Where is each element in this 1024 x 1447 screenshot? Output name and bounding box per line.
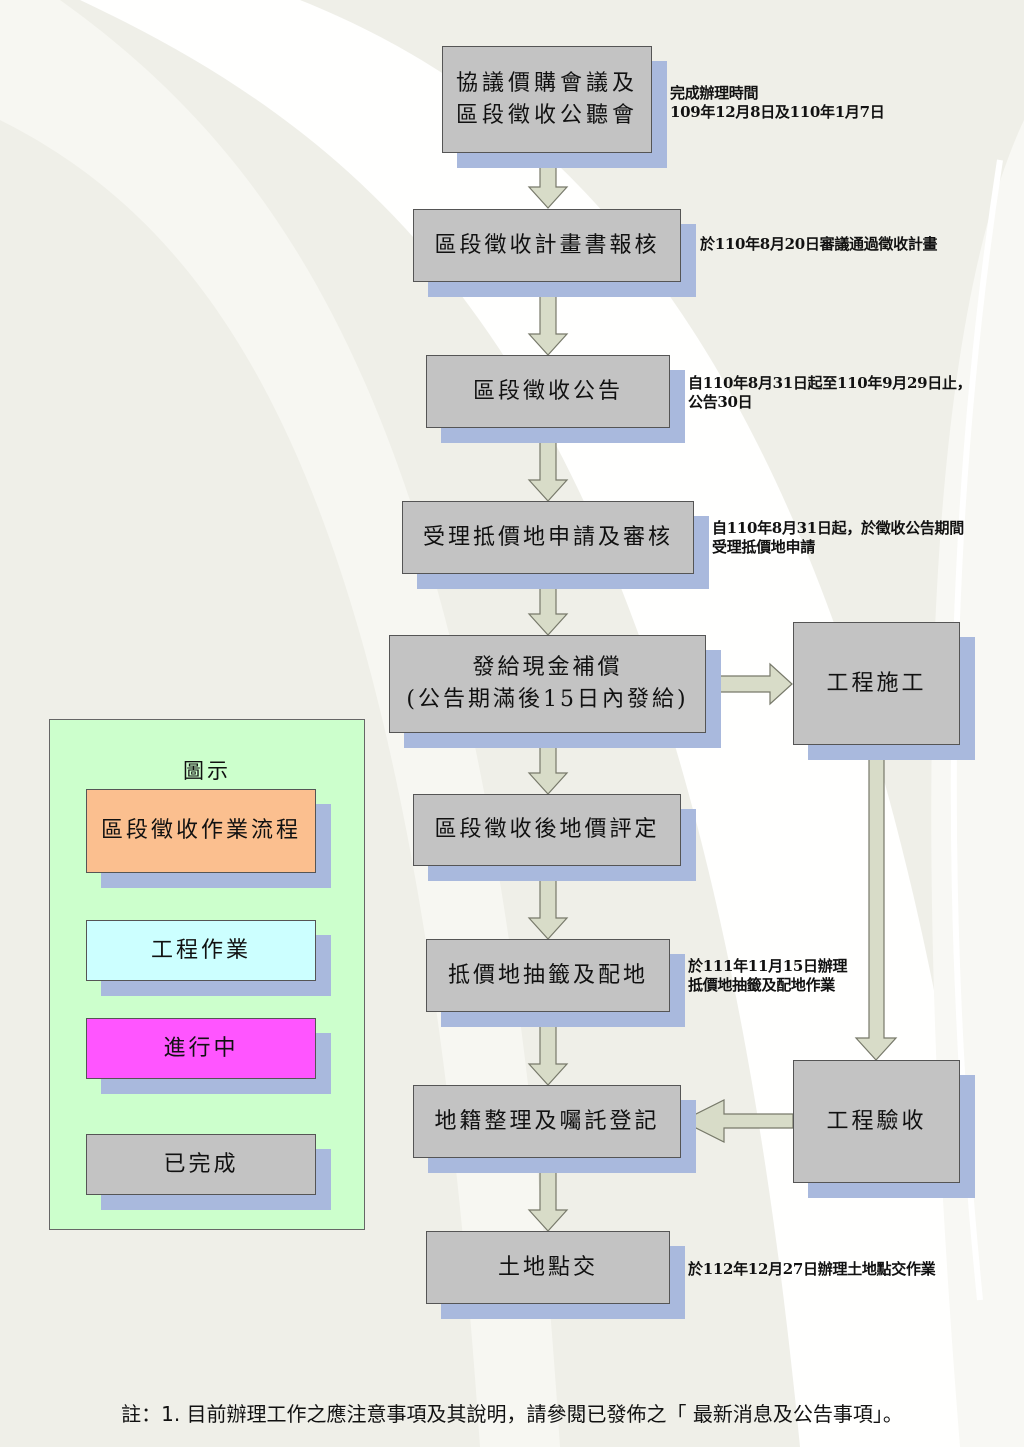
step-land-handover-note: 於112年12月27日辦理土地點交作業	[688, 1260, 936, 1278]
step-lottery-allocation-note: 於111年11月15日辦理 抵價地抽籤及配地作業	[688, 957, 848, 994]
arrow-acceptance-to-registration	[680, 1099, 794, 1143]
step-announcement-note: 自110年8月31日起至110年9月29日止， 公告30日	[688, 374, 972, 411]
legend-item-process: 區段徵收作業流程	[86, 789, 316, 873]
legend-item-in-progress: 進行中	[86, 1018, 316, 1079]
step-negotiation-hearing: 協議價購會議及 區段徵收公聽會	[442, 46, 652, 153]
step-lottery-allocation: 抵價地抽籤及配地	[426, 939, 670, 1012]
arrow-3-4	[527, 427, 569, 502]
step-negotiation-note: 完成辦理時間 109年12月8日及110年1月7日	[670, 84, 885, 121]
arrow-2-3	[527, 281, 569, 356]
arrow-construction-to-acceptance	[854, 744, 898, 1061]
engineering-construction: 工程施工	[793, 622, 960, 745]
step-cadastral-registration: 地籍整理及囑託登記	[413, 1085, 681, 1158]
step-announcement: 區段徵收公告	[426, 355, 670, 428]
arrow-8-9	[527, 1157, 569, 1232]
arrow-1-2	[527, 151, 569, 209]
step-plan-approval-note: 於110年8月20日審議通過徵收計畫	[700, 235, 938, 253]
footnote: 註：1. 目前辦理工作之應注意事項及其說明，請參閱已發佈之「 最新消息及公告事項…	[121, 1402, 903, 1426]
step-land-valuation: 區段徵收後地價評定	[413, 794, 681, 866]
step-land-application-note: 自110年8月31日起，於徵收公告期間 受理抵價地申請	[712, 519, 964, 556]
step-land-application: 受理抵價地申請及審核	[402, 501, 694, 574]
step-plan-approval: 區段徵收計畫書報核	[413, 209, 681, 282]
arrow-5-to-construction	[705, 662, 793, 706]
legend-item-engineering: 工程作業	[86, 920, 316, 981]
step-cash-compensation: 發給現金補償 (公告期滿後15日內發給)	[389, 635, 706, 733]
arrow-5-6	[527, 732, 569, 795]
arrow-7-8	[527, 1011, 569, 1086]
engineering-acceptance: 工程驗收	[793, 1060, 960, 1183]
legend-title: 圖示	[183, 759, 231, 783]
arrow-6-7	[527, 865, 569, 940]
legend-item-completed: 已完成	[86, 1134, 316, 1195]
arrow-4-5	[527, 573, 569, 636]
step-land-handover: 土地點交	[426, 1231, 670, 1304]
